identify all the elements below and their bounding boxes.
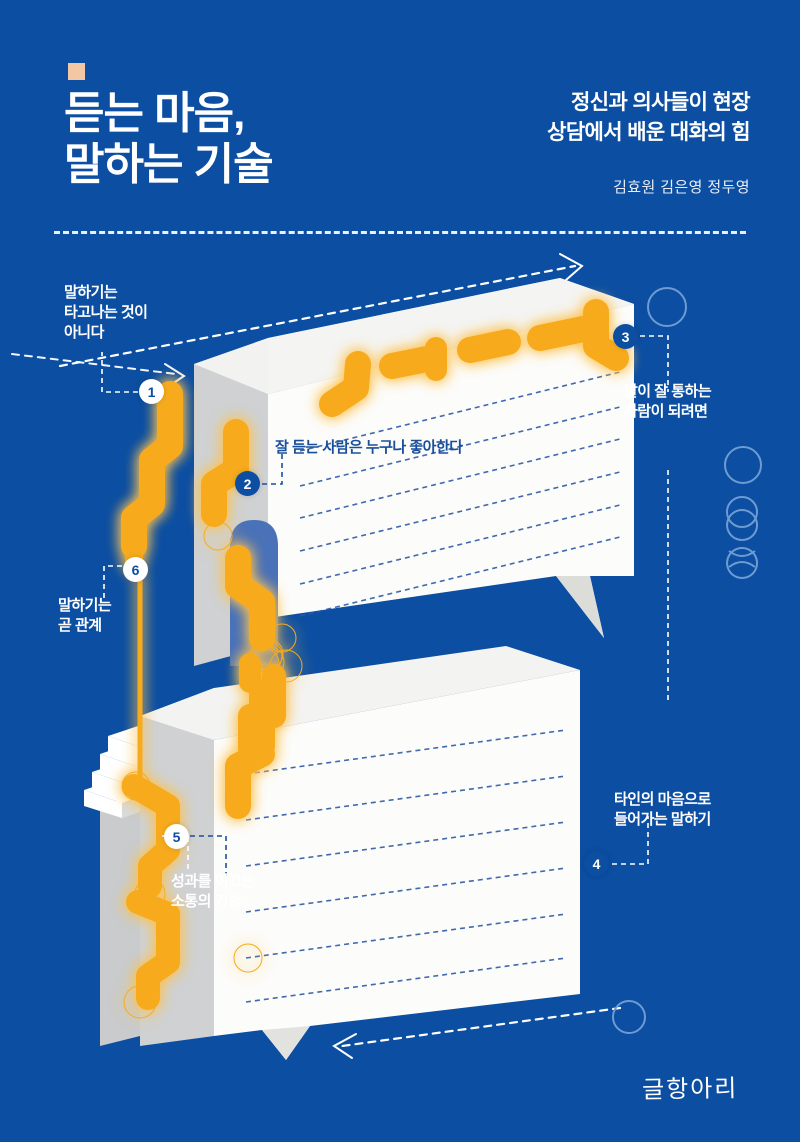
chapter-label-2: 잘 듣는 사람은 누구나 좋아한다 bbox=[275, 439, 463, 456]
chapter-badge-5-number: 5 bbox=[172, 828, 181, 845]
decorative-circle-4 bbox=[612, 1000, 646, 1034]
chapter-label-1: 말하기는 타고나는 것이 아니다 bbox=[64, 284, 148, 342]
chapter-label-5: 성과를 이끄는 소통의 기술 bbox=[171, 873, 255, 911]
header-divider bbox=[54, 231, 746, 234]
chapter-badge-5[interactable]: 5 bbox=[164, 824, 189, 849]
chapter-badge-1-number: 1 bbox=[147, 383, 156, 400]
chapter-badge-2-number: 2 bbox=[243, 475, 252, 492]
chapter-badge-6-number: 6 bbox=[131, 561, 140, 578]
decorative-circle-1 bbox=[647, 287, 687, 327]
chapter-badge-2[interactable]: 2 bbox=[235, 471, 260, 496]
illustration-svg bbox=[11, 253, 634, 1060]
decorative-circle-2 bbox=[724, 446, 762, 484]
chapter-badge-1[interactable]: 1 bbox=[139, 379, 164, 404]
chapter-badge-3[interactable]: 3 bbox=[613, 324, 638, 349]
book-subtitle: 정신과 의사들이 현장 상담에서 배운 대화의 힘 bbox=[547, 91, 751, 145]
cover-illustration bbox=[0, 246, 800, 1076]
book-authors: 김효원 김은영 정두영 bbox=[613, 179, 750, 196]
chapter-badge-3-number: 3 bbox=[621, 328, 630, 345]
chapter-badge-4[interactable]: 4 bbox=[584, 851, 609, 876]
decorative-peanut bbox=[726, 509, 758, 579]
orange-route-path bbox=[121, 299, 629, 1019]
book-title: 듣는 마음, 말하는 기술 bbox=[64, 89, 274, 190]
chapter-badge-4-number: 4 bbox=[592, 855, 601, 872]
chapter-label-6: 말하기는 곧 관계 bbox=[58, 597, 112, 635]
dashed-arrow-bottom bbox=[332, 1006, 622, 1059]
bubble-top-text-lines bbox=[299, 371, 621, 617]
decorative-circle-3 bbox=[726, 496, 758, 528]
chapter-label-3: 말이 잘 통하는 사람이 되려면 bbox=[624, 383, 712, 421]
chapter-badge-6[interactable]: 6 bbox=[123, 557, 148, 582]
dashed-arrow-top bbox=[58, 253, 584, 368]
accent-square-icon bbox=[68, 63, 85, 80]
chapter-label-4: 타인의 마음으로 들어가는 말하기 bbox=[614, 791, 711, 829]
